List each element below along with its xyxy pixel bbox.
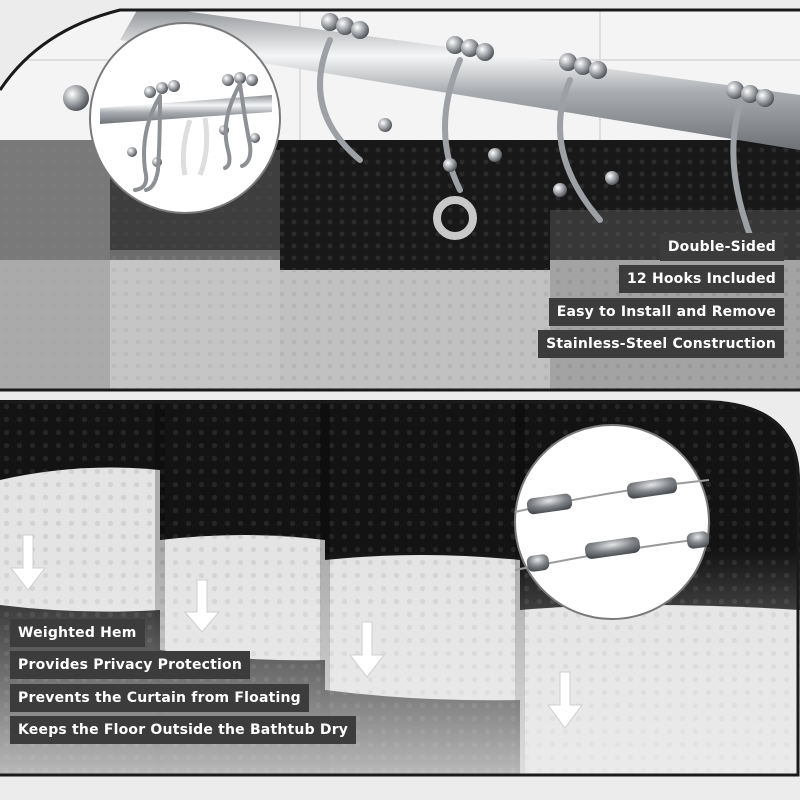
- feature-label-anti-floating: Prevents the Curtain from Floating: [10, 684, 309, 712]
- weight-inset: [514, 424, 710, 620]
- hook-inset: [89, 22, 281, 214]
- feature-label-easy-install: Easy to Install and Remove: [548, 298, 784, 326]
- feature-label-double-sided: Double-Sided: [659, 233, 784, 261]
- weighted-hem-panel: Weighted Hem Provides Privacy Protection…: [0, 400, 800, 800]
- feature-label-privacy: Provides Privacy Protection: [10, 651, 251, 679]
- down-arrow-icon: [9, 534, 583, 729]
- feature-label-stainless-steel: Stainless-Steel Construction: [538, 330, 784, 358]
- weight-icon: [526, 477, 710, 572]
- hooks-panel: Double-Sided 12 Hooks Included Easy to I…: [0, 8, 800, 392]
- hem-photo: [0, 400, 800, 800]
- feature-label-floor-dry: Keeps the Floor Outside the Bathtub Dry: [10, 716, 357, 744]
- feature-label-hooks-included: 12 Hooks Included: [618, 265, 784, 293]
- feature-label-weighted-hem: Weighted Hem: [10, 619, 145, 647]
